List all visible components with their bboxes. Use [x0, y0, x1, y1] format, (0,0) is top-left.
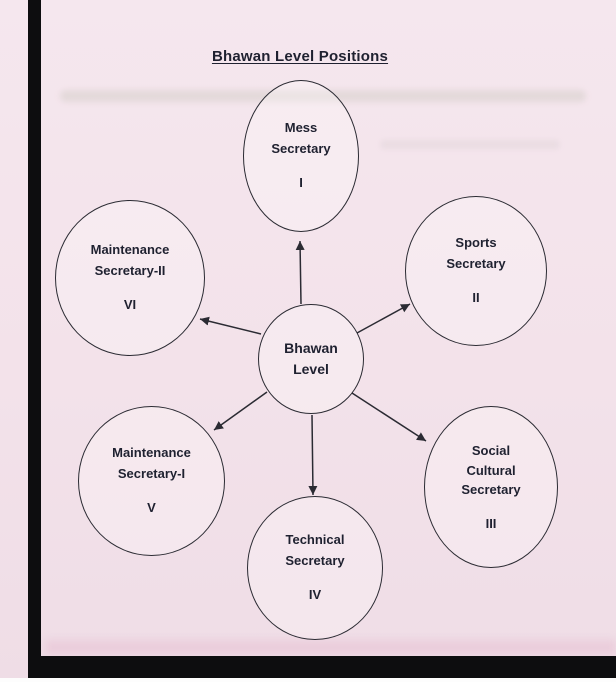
arrow-center-to-technical: [308, 414, 318, 496]
node-label-line: Mess: [284, 119, 318, 135]
node-label-line: Secretary-I: [117, 465, 186, 481]
node-maintenance-secretary-1: Maintenance Secretary-I V: [78, 406, 225, 556]
node-bhawan-level: Bhawan Level: [258, 304, 364, 414]
node-position-numeral: IV: [308, 587, 322, 603]
node-social-cultural-secretary: Social Cultural Secretary III: [424, 406, 558, 568]
node-label-line: Bhawan: [284, 340, 338, 356]
node-label-line: Level: [293, 361, 329, 377]
node-label-line: Social: [471, 443, 511, 458]
diagram-title: Bhawan Level Positions: [211, 48, 389, 65]
node-label-line: Cultural: [466, 462, 516, 478]
node-position-numeral: I: [299, 175, 303, 191]
node-label-line: Maintenance: [90, 241, 170, 257]
node-position-numeral: V: [147, 500, 156, 516]
scan-left-border: [28, 0, 41, 682]
node-maintenance-secretary-2: Maintenance Secretary-II VI: [55, 200, 205, 356]
arrow-center-to-sports: [356, 303, 411, 334]
scan-artifact-bottom: [45, 640, 616, 655]
arrow-center-to-social: [351, 392, 427, 442]
node-position-numeral: III: [485, 515, 497, 531]
node-technical-secretary: Technical Secretary IV: [247, 496, 383, 640]
arrow-center-to-maintenance1: [213, 391, 268, 431]
node-sports-secretary: Sports Secretary II: [405, 196, 547, 346]
node-label-line: Secretary: [285, 552, 345, 568]
node-label-line: Maintenance: [112, 444, 191, 460]
node-label-line: Secretary: [271, 140, 331, 156]
arrow-center-to-maintenance2: [199, 316, 262, 335]
scan-bottom-edge: [0, 678, 616, 682]
node-mess-secretary: Mess Secretary I: [243, 80, 359, 232]
node-label-line: Secretary: [446, 255, 506, 271]
node-position-numeral: VI: [123, 297, 137, 313]
scan-artifact-mid: [380, 140, 560, 149]
node-label-line: Sports: [455, 234, 497, 250]
node-label-line: Technical: [285, 531, 345, 547]
node-label-line: Secretary: [461, 482, 521, 497]
node-label-line: Secretary-II: [94, 262, 166, 278]
node-position-numeral: II: [472, 290, 480, 306]
scan-bottom-border: [28, 656, 616, 678]
arrow-center-to-mess: [295, 240, 305, 305]
